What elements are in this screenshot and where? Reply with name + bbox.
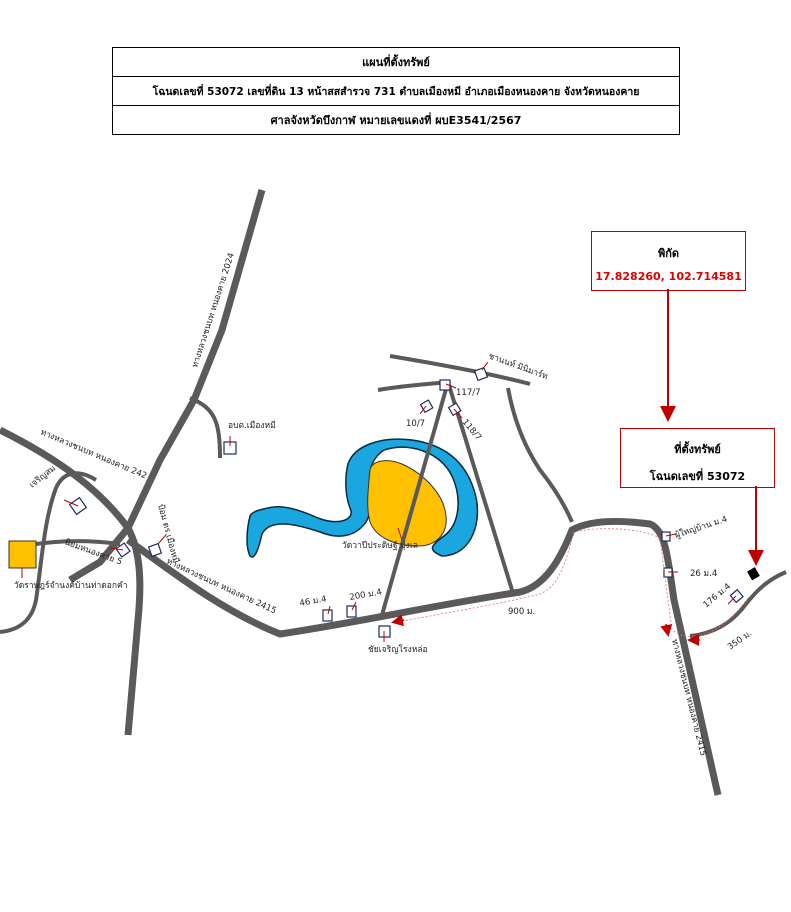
court-info: ศาลจังหวัดบึงกาฬ หมายเลขแดงที่ ผบE3541/2… [112, 105, 680, 135]
route-arrow-1 [391, 614, 405, 627]
obt-label: อบต.เมืองหมี [228, 420, 276, 431]
wat-rat-label: วัดราษฎร์จำนงค์บ้านท่าดอกคำ [14, 580, 128, 591]
marker-pins [63, 361, 737, 642]
h26-label: 26 ม.4 [690, 569, 717, 579]
h46-label: 46 ม.4 [299, 594, 328, 609]
dist-350-label: 350 ม. [726, 629, 754, 653]
coordinates-title: พิกัด [657, 247, 680, 260]
minor-roads [0, 354, 787, 638]
wat-lake-label: วัดวาปีประดิษฐ์ บุ่งเล [342, 540, 418, 551]
road-2024 [68, 189, 266, 584]
coordinates-value: 17.828260, 102.714581 [595, 270, 742, 283]
headman-label: ผู้ใหญ่บ้าน ม.4 [674, 514, 729, 541]
road-242 [0, 426, 144, 736]
route-arrow-2 [660, 623, 673, 637]
header-table: แผนที่ตั้งทรัพย์ โฉนดเลขที่ 53072 เลขที่… [112, 47, 680, 135]
h176-label: 176 ม.4 [702, 582, 733, 611]
wat-rat-marker [8, 540, 37, 569]
deed-info: โฉนดเลขที่ 53072 เลขที่ดิน 13 หน้าสสสำรว… [112, 76, 680, 106]
dist-900-label: 900 ม. [508, 607, 535, 617]
h200-label: 200 ม.4 [349, 587, 383, 603]
property-box: ที่ตั้งทรัพย์ โฉนดเลขที่ 53072 [620, 428, 775, 488]
jaroensom-label: เจริญสม [28, 464, 58, 491]
property-marker [747, 567, 760, 581]
route-path [397, 528, 749, 637]
coordinates-box: พิกัด 17.828260, 102.714581 [591, 231, 746, 291]
road-2415 [125, 518, 722, 796]
h117-label: 117/7 [456, 388, 481, 398]
property-title: ที่ตั้งทรัพย์ [674, 443, 721, 456]
pom-label: ป้อม ตร.เมืองหมี [155, 503, 181, 564]
property-deed: โฉนดเลขที่ 53072 [649, 470, 746, 483]
temple-ground [367, 460, 447, 547]
chai-label: ชัยเจริญโรงหล่อ [368, 644, 428, 655]
h10-label: 10/7 [406, 419, 425, 429]
lake [246, 438, 479, 558]
major-roads [0, 189, 722, 796]
